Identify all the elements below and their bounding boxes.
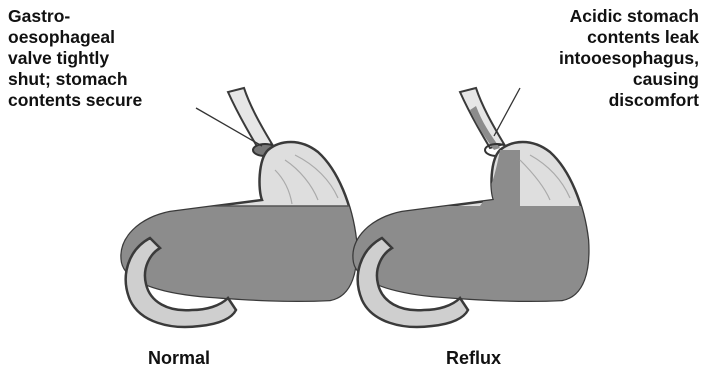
reflux-stomach — [340, 88, 600, 327]
caption-normal: Normal — [148, 348, 210, 369]
normal-stomach — [110, 88, 370, 327]
caption-reflux: Reflux — [446, 348, 501, 369]
esophagus — [460, 88, 504, 148]
reflux-pointer — [494, 88, 520, 136]
